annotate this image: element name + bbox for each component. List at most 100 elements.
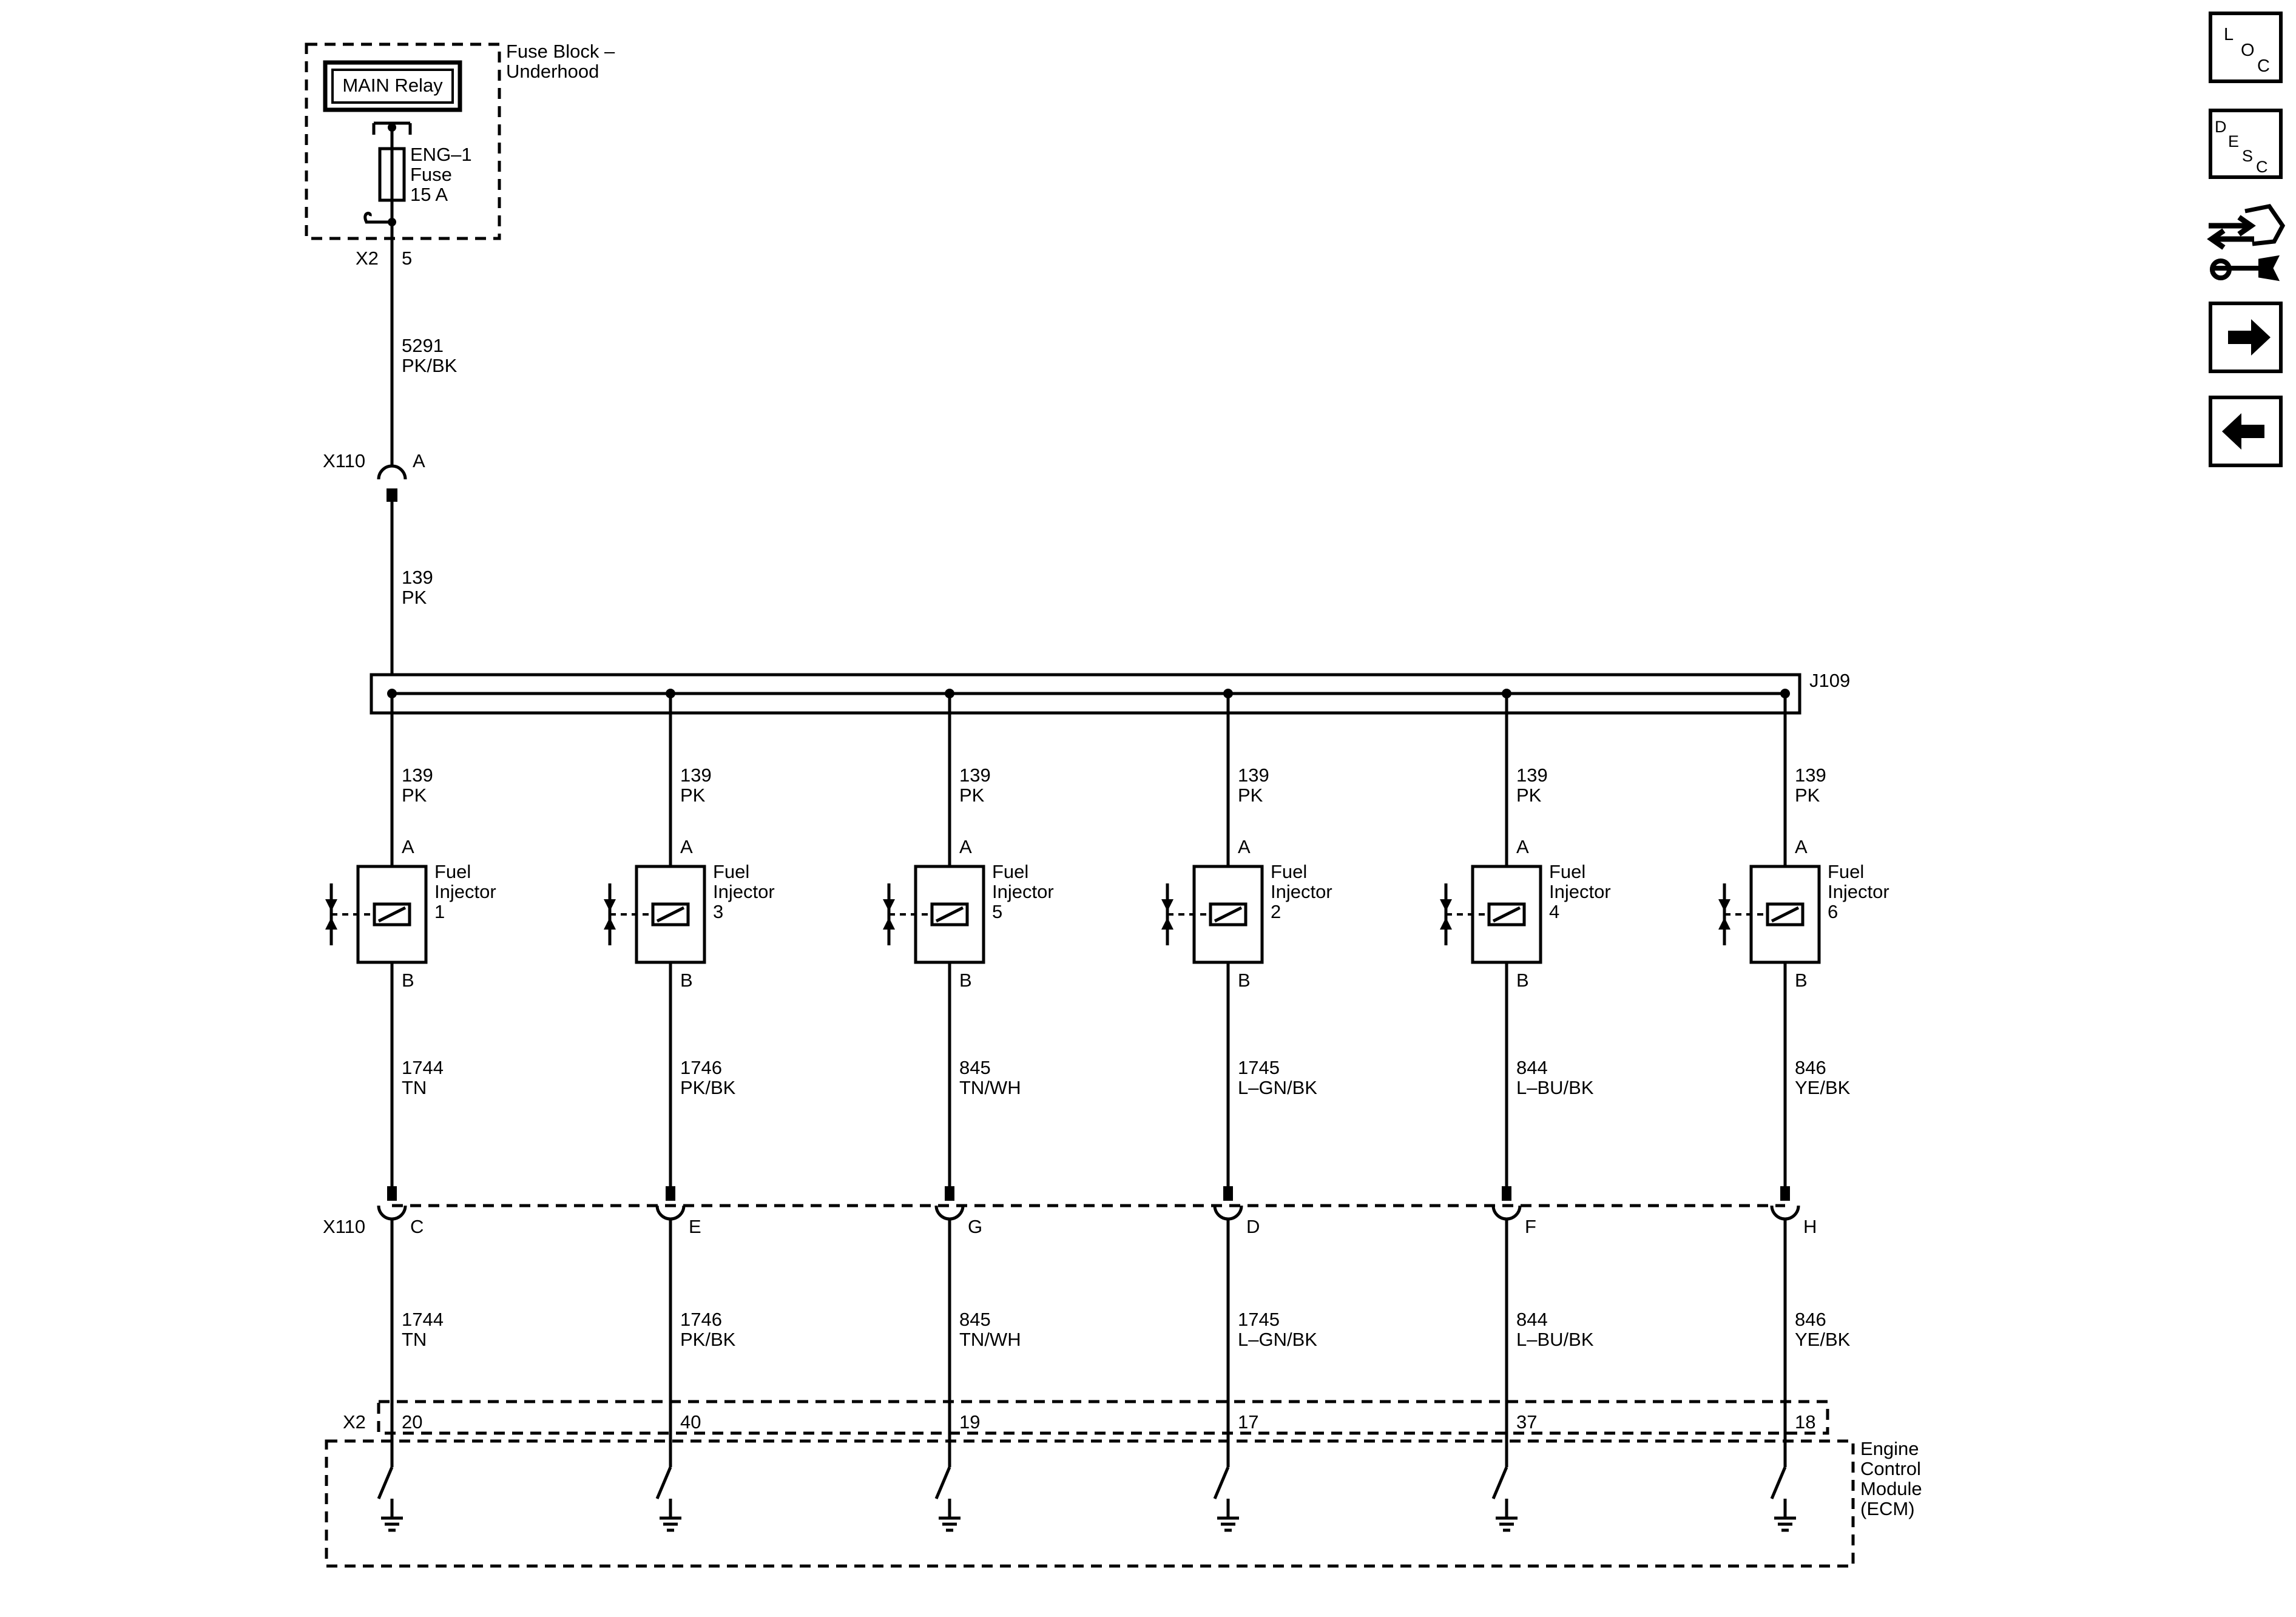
injector-number: 1 [434, 901, 445, 922]
valve-arrow-up-icon [1161, 917, 1173, 930]
loc-letter-o: O [2241, 41, 2255, 60]
ecm-connector: X2 [343, 1411, 366, 1433]
arrow-right-icon [2228, 319, 2271, 356]
ecm-switch-blade [377, 1467, 394, 1499]
injector-pin-a: A [680, 836, 693, 857]
ground-icon [1217, 1516, 1239, 1532]
injector-column-3: 139PKAFuelInjector3B1746PK/BKE1746PK/BK4… [604, 689, 775, 1532]
supply-color-label: PK [1238, 785, 1263, 806]
nav-desc-button[interactable]: D E S C [2209, 109, 2283, 179]
injector-pin-b: B [959, 970, 972, 991]
control-color-label: L–GN/BK [1238, 1077, 1317, 1098]
injector-pin-a: A [1795, 836, 1808, 857]
ecm-label-line1: Engine [1860, 1438, 1919, 1459]
nav-connector-wrench-button[interactable] [2207, 204, 2286, 282]
desc-letter-d: D [2215, 118, 2227, 136]
injector-pin-a: A [402, 836, 414, 857]
ground-icon [939, 1516, 961, 1532]
main-relay-label: MAIN Relay [342, 75, 443, 96]
control-color-label-lower: YE/BK [1795, 1329, 1851, 1350]
control-circuit-label: 844 [1516, 1057, 1548, 1078]
desc-button-icon[interactable] [2209, 109, 2283, 179]
ground-icon [660, 1516, 681, 1532]
ecm-outline [325, 1439, 1855, 1568]
injector-number: 5 [992, 901, 1002, 922]
solenoid-slash [656, 906, 685, 923]
supply-circuit-label: 139 [680, 765, 712, 786]
fuse-block-outline [305, 42, 501, 240]
injector-pin-b: B [1516, 970, 1529, 991]
injector-label-line1: Fuel [713, 861, 749, 882]
control-color-label-lower: TN [402, 1329, 427, 1350]
x110-male-pin [945, 1186, 954, 1201]
control-circuit-label-lower: 846 [1795, 1309, 1826, 1330]
solenoid-slash [1771, 906, 1800, 923]
connector-wrench-icon[interactable] [2207, 204, 2286, 282]
injector-pin-b: B [1238, 970, 1251, 991]
solenoid-slash [1492, 906, 1521, 923]
control-circuit-label: 845 [959, 1057, 991, 1078]
supply-color-label: PK [1516, 785, 1542, 806]
injector-number: 2 [1271, 901, 1281, 922]
valve-arrow-up-icon [325, 917, 337, 930]
injector-number: 6 [1828, 901, 1838, 922]
control-color-label-lower: L–GN/BK [1238, 1329, 1317, 1350]
injector-label-line1: Fuel [1828, 861, 1864, 882]
ecm-pin-label: 37 [1516, 1411, 1537, 1433]
main-relay-inner [331, 69, 454, 104]
x110-pin-label: F [1525, 1216, 1536, 1237]
ecm-switch-blade [934, 1467, 951, 1499]
nav-loc-button[interactable]: L O C [2209, 12, 2283, 83]
x110-female-cup [1213, 1205, 1243, 1221]
injector-label-line1: Fuel [1549, 861, 1585, 882]
bus-terminal-symbol [363, 212, 392, 224]
control-color-label-lower: L–BU/BK [1516, 1329, 1594, 1350]
x110-male-pin [1502, 1186, 1511, 1201]
valve-arrow-up-icon [883, 917, 895, 930]
x110-female-cup [934, 1205, 965, 1221]
desc-letter-s: S [2242, 147, 2253, 165]
control-circuit-label: 1745 [1238, 1057, 1280, 1078]
loc-button-icon[interactable] [2209, 12, 2283, 83]
ecm-switch-blade [655, 1467, 672, 1499]
ecm-label-line4: (ECM) [1860, 1498, 1915, 1519]
control-color-label: TN/WH [959, 1077, 1021, 1098]
ground-icon [1774, 1516, 1796, 1532]
supply-color-label: PK [680, 785, 706, 806]
splice-j109: J109 [370, 670, 1850, 715]
x110-connector-a: X110 A [323, 450, 425, 502]
supply-circuit-label: 139 [1795, 765, 1826, 786]
x110-male-pin [1223, 1186, 1233, 1201]
x110-pin-label: G [968, 1216, 982, 1237]
ecm-pin-label: 20 [402, 1411, 422, 1433]
nav-next-button[interactable] [2209, 302, 2283, 373]
solenoid-slash [1214, 906, 1243, 923]
valve-arrow-down-icon [883, 899, 895, 911]
fuse-block: Fuse Block – Underhood MAIN Relay ENG–1 … [305, 41, 615, 269]
loc-letter-l: L [2224, 25, 2234, 44]
injector-label-line1: Fuel [992, 861, 1028, 882]
supply-circuit-label: 139 [959, 765, 991, 786]
valve-arrow-down-icon [1718, 899, 1730, 911]
x110-pin-label: D [1246, 1216, 1260, 1237]
ecm-pin-label: 40 [680, 1411, 701, 1433]
desc-letter-c: C [2256, 158, 2268, 176]
solenoid-slash [935, 906, 964, 923]
fuse-label-line2: Fuse [410, 164, 452, 185]
injector-column-4: 139PKAFuelInjector4B844L–BU/BKF844L–BU/B… [1440, 689, 1611, 1532]
x110-bottom-name: X110 [323, 1216, 365, 1237]
valve-arrow-down-icon [1440, 899, 1452, 911]
control-circuit-label: 1746 [680, 1057, 722, 1078]
control-color-label-lower: PK/BK [680, 1329, 736, 1350]
fuse-label-line1: ENG–1 [410, 144, 472, 165]
control-color-label: L–BU/BK [1516, 1077, 1594, 1098]
control-color-label: PK/BK [680, 1077, 736, 1098]
injector-number: 4 [1549, 901, 1559, 922]
injector-label-line2: Injector [992, 881, 1054, 902]
solenoid-slash [377, 906, 407, 923]
feed-wire-2-color: PK [402, 587, 427, 608]
nav-prev-button[interactable] [2209, 396, 2283, 467]
x110-top-name: X110 [323, 450, 365, 471]
